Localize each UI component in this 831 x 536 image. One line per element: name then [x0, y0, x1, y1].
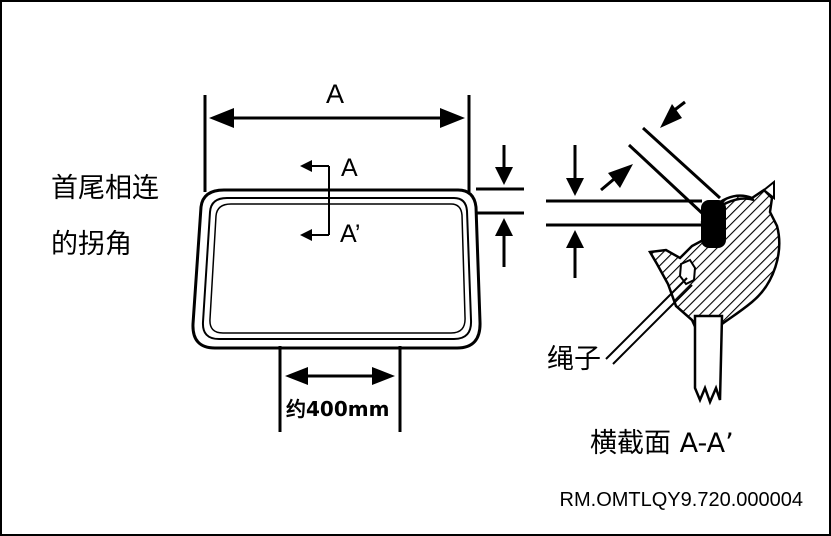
approx-width-label: 约400mm	[286, 397, 389, 421]
window-frame	[191, 188, 482, 350]
dimension-400mm: 约400mm	[278, 346, 402, 432]
corner-label-line2: 的拐角	[51, 229, 132, 260]
gap-arrow-up	[495, 218, 513, 236]
section-a-prime-label: A’	[340, 220, 360, 248]
seal-body	[647, 188, 781, 345]
section-a-arrow	[300, 160, 312, 172]
body-panel	[693, 314, 724, 406]
diagonal-arrow-in	[660, 104, 682, 128]
gap-indicator	[476, 145, 524, 267]
cross-section: 绳子	[546, 100, 781, 406]
section-marker: A A’	[300, 154, 360, 248]
gap-arrow-down	[495, 167, 513, 185]
dimension-a-label: A	[326, 79, 344, 109]
rope-label: 绳子	[547, 344, 601, 375]
dimension-a-left-arrow	[209, 108, 234, 128]
section-a-prime-arrow	[300, 229, 312, 241]
diagonal-arrow-out	[608, 164, 633, 188]
section-arrow-up	[566, 230, 584, 248]
dimension-a: A	[203, 79, 471, 192]
corner-label-line1: 首尾相连	[51, 173, 159, 204]
dimension-a-right-arrow	[440, 108, 465, 128]
rope-slot	[678, 258, 697, 286]
section-arrow-down	[566, 178, 584, 196]
cross-section-label: 横截面 A-A’	[590, 428, 734, 459]
figure-code: RM.OMTLQY9.720.000004	[560, 489, 803, 511]
section-a-label: A	[341, 154, 358, 182]
glass-edge	[701, 200, 726, 248]
